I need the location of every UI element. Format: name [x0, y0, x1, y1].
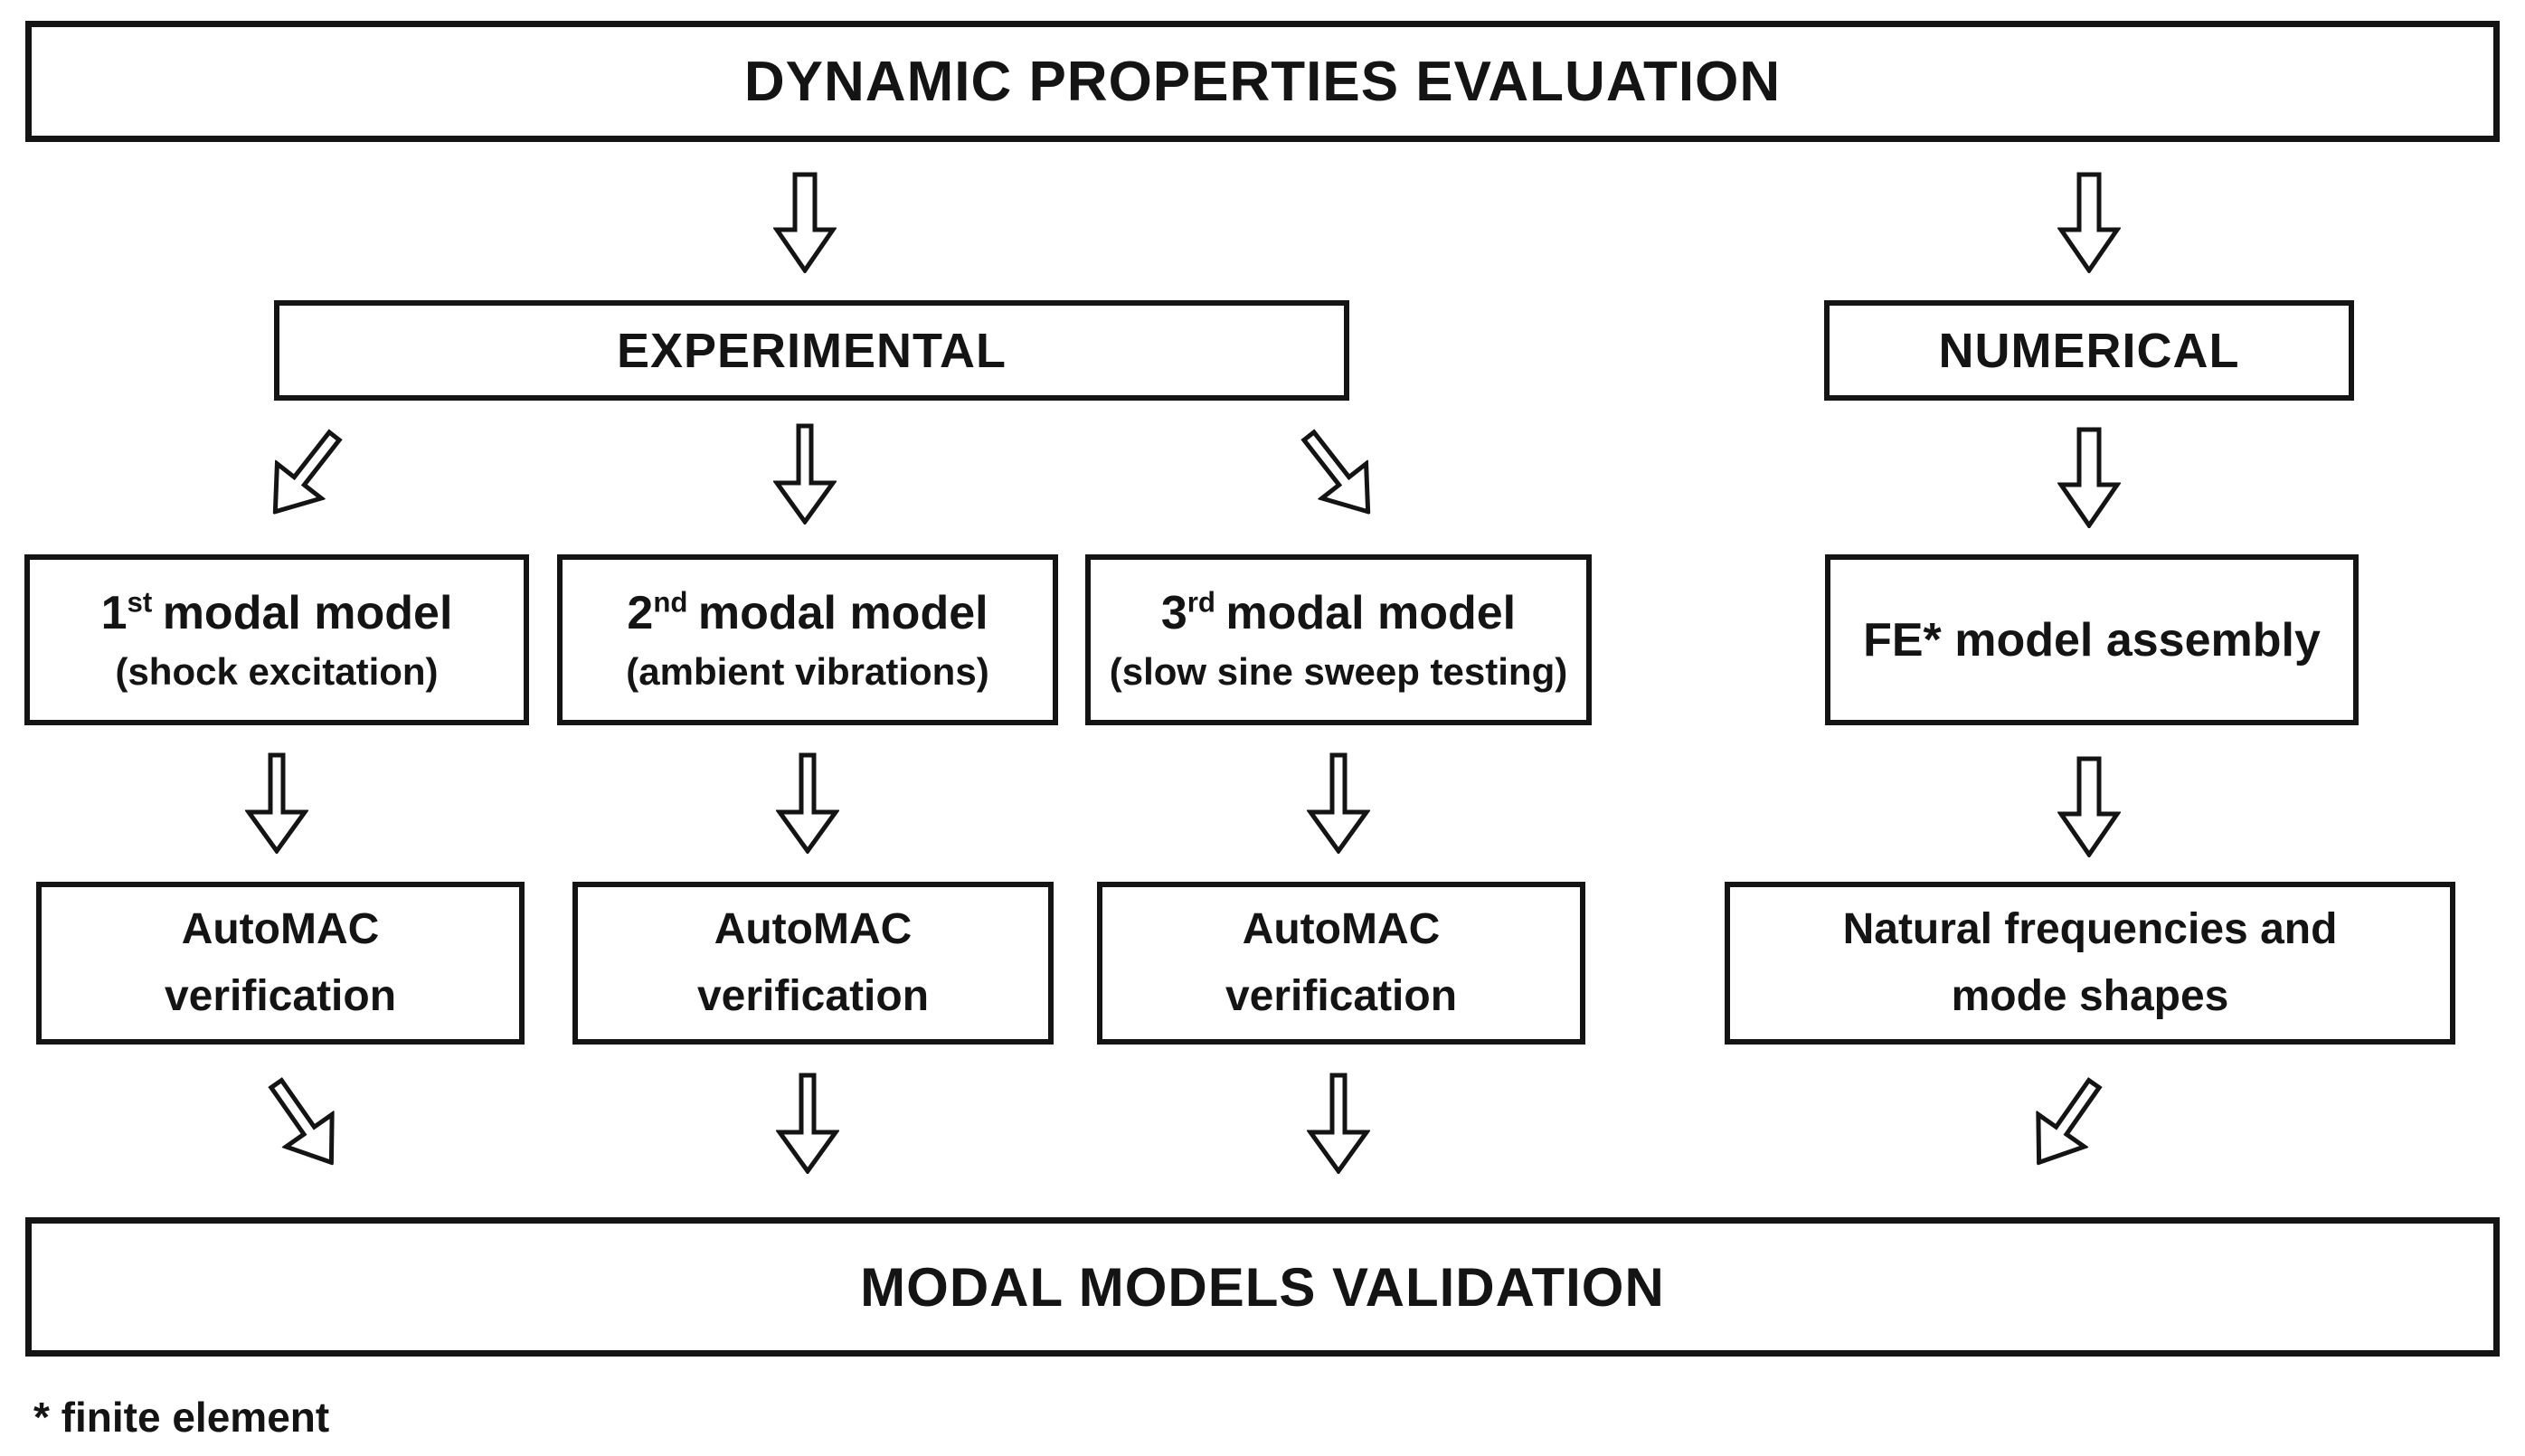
- modal-model-1-ordinal: st: [127, 586, 153, 619]
- natural-frequencies-box: Natural frequencies and mode shapes: [1725, 882, 2455, 1045]
- modal-model-3-ordinal: rd: [1187, 586, 1215, 619]
- title-box: DYNAMIC PROPERTIES EVALUATION: [25, 21, 2500, 142]
- modal-model-1-name: modal model: [162, 586, 453, 639]
- automac-1-line2: verification: [164, 972, 397, 1020]
- numerical-box-label: NUMERICAL: [1938, 323, 2240, 378]
- fe-model-assembly-label: FE* model assembly: [1863, 613, 2321, 667]
- modal-model-2-number: 2: [627, 586, 654, 639]
- fe-model-assembly-box: FE* model assembly: [1825, 554, 2359, 725]
- modal-model-2-subtitle: (ambient vibrations): [626, 649, 989, 693]
- modal-model-2-title: 2nd modal model: [627, 584, 988, 643]
- arrow-down-icon: [773, 172, 837, 273]
- natural-frequencies-line1: Natural frequencies and: [1842, 904, 2338, 953]
- footnote: * finite element: [33, 1394, 330, 1441]
- experimental-box: EXPERIMENTAL: [274, 300, 1349, 401]
- arrow-down-icon: [776, 752, 839, 854]
- automac-verification-1-box: AutoMAC verification: [36, 882, 525, 1045]
- automac-verification-3-text: AutoMAC verification: [1225, 896, 1457, 1031]
- modal-model-1-subtitle: (shock excitation): [115, 649, 439, 693]
- automac-2-line1: AutoMAC: [714, 904, 913, 953]
- arrow-down-icon: [2057, 756, 2121, 857]
- natural-frequencies-line2: mode shapes: [1951, 972, 2229, 1020]
- arrow-down-icon: [1307, 1073, 1370, 1174]
- automac-verification-3-box: AutoMAC verification: [1097, 882, 1585, 1045]
- automac-verification-1-text: AutoMAC verification: [165, 896, 396, 1031]
- validation-box-label: MODAL MODELS VALIDATION: [860, 1256, 1665, 1318]
- modal-model-3-name: modal model: [1225, 586, 1517, 639]
- title-box-label: DYNAMIC PROPERTIES EVALUATION: [743, 50, 1782, 113]
- arrow-down-icon: [773, 423, 837, 525]
- modal-model-1-box: 1st modal model (shock excitation): [24, 554, 529, 725]
- modal-model-1-title: 1st modal model: [101, 584, 453, 643]
- modal-model-3-number: 3: [1160, 586, 1187, 639]
- automac-3-line2: verification: [1225, 972, 1458, 1020]
- arrow-down-icon: [2057, 427, 2121, 528]
- automac-1-line1: AutoMAC: [181, 904, 380, 953]
- experimental-box-label: EXPERIMENTAL: [616, 323, 1007, 378]
- arrow-down-left-icon: [2036, 1077, 2103, 1166]
- arrow-down-icon: [776, 1073, 839, 1174]
- arrow-down-icon: [245, 752, 308, 854]
- automac-verification-2-box: AutoMAC verification: [572, 882, 1054, 1045]
- arrow-down-icon: [1307, 752, 1370, 854]
- arrow-down-right-icon: [1300, 429, 1371, 515]
- modal-model-3-title: 3rd modal model: [1161, 584, 1516, 643]
- modal-model-3-box: 3rd modal model (slow sine sweep testing): [1085, 554, 1592, 725]
- modal-model-2-ordinal: nd: [653, 586, 688, 619]
- modal-model-3-subtitle: (slow sine sweep testing): [1109, 649, 1568, 693]
- arrow-down-left-icon: [272, 429, 343, 515]
- automac-3-line1: AutoMAC: [1242, 904, 1441, 953]
- validation-box: MODAL MODELS VALIDATION: [25, 1217, 2500, 1357]
- arrow-down-right-icon: [268, 1077, 335, 1166]
- modal-model-1-number: 1: [100, 586, 128, 639]
- natural-frequencies-text: Natural frequencies and mode shapes: [1843, 896, 2338, 1031]
- automac-verification-2-text: AutoMAC verification: [697, 896, 929, 1031]
- automac-2-line2: verification: [696, 972, 930, 1020]
- modal-model-2-name: modal model: [697, 586, 988, 639]
- numerical-box: NUMERICAL: [1824, 300, 2354, 401]
- arrow-down-icon: [2057, 172, 2121, 273]
- modal-model-2-box: 2nd modal model (ambient vibrations): [557, 554, 1058, 725]
